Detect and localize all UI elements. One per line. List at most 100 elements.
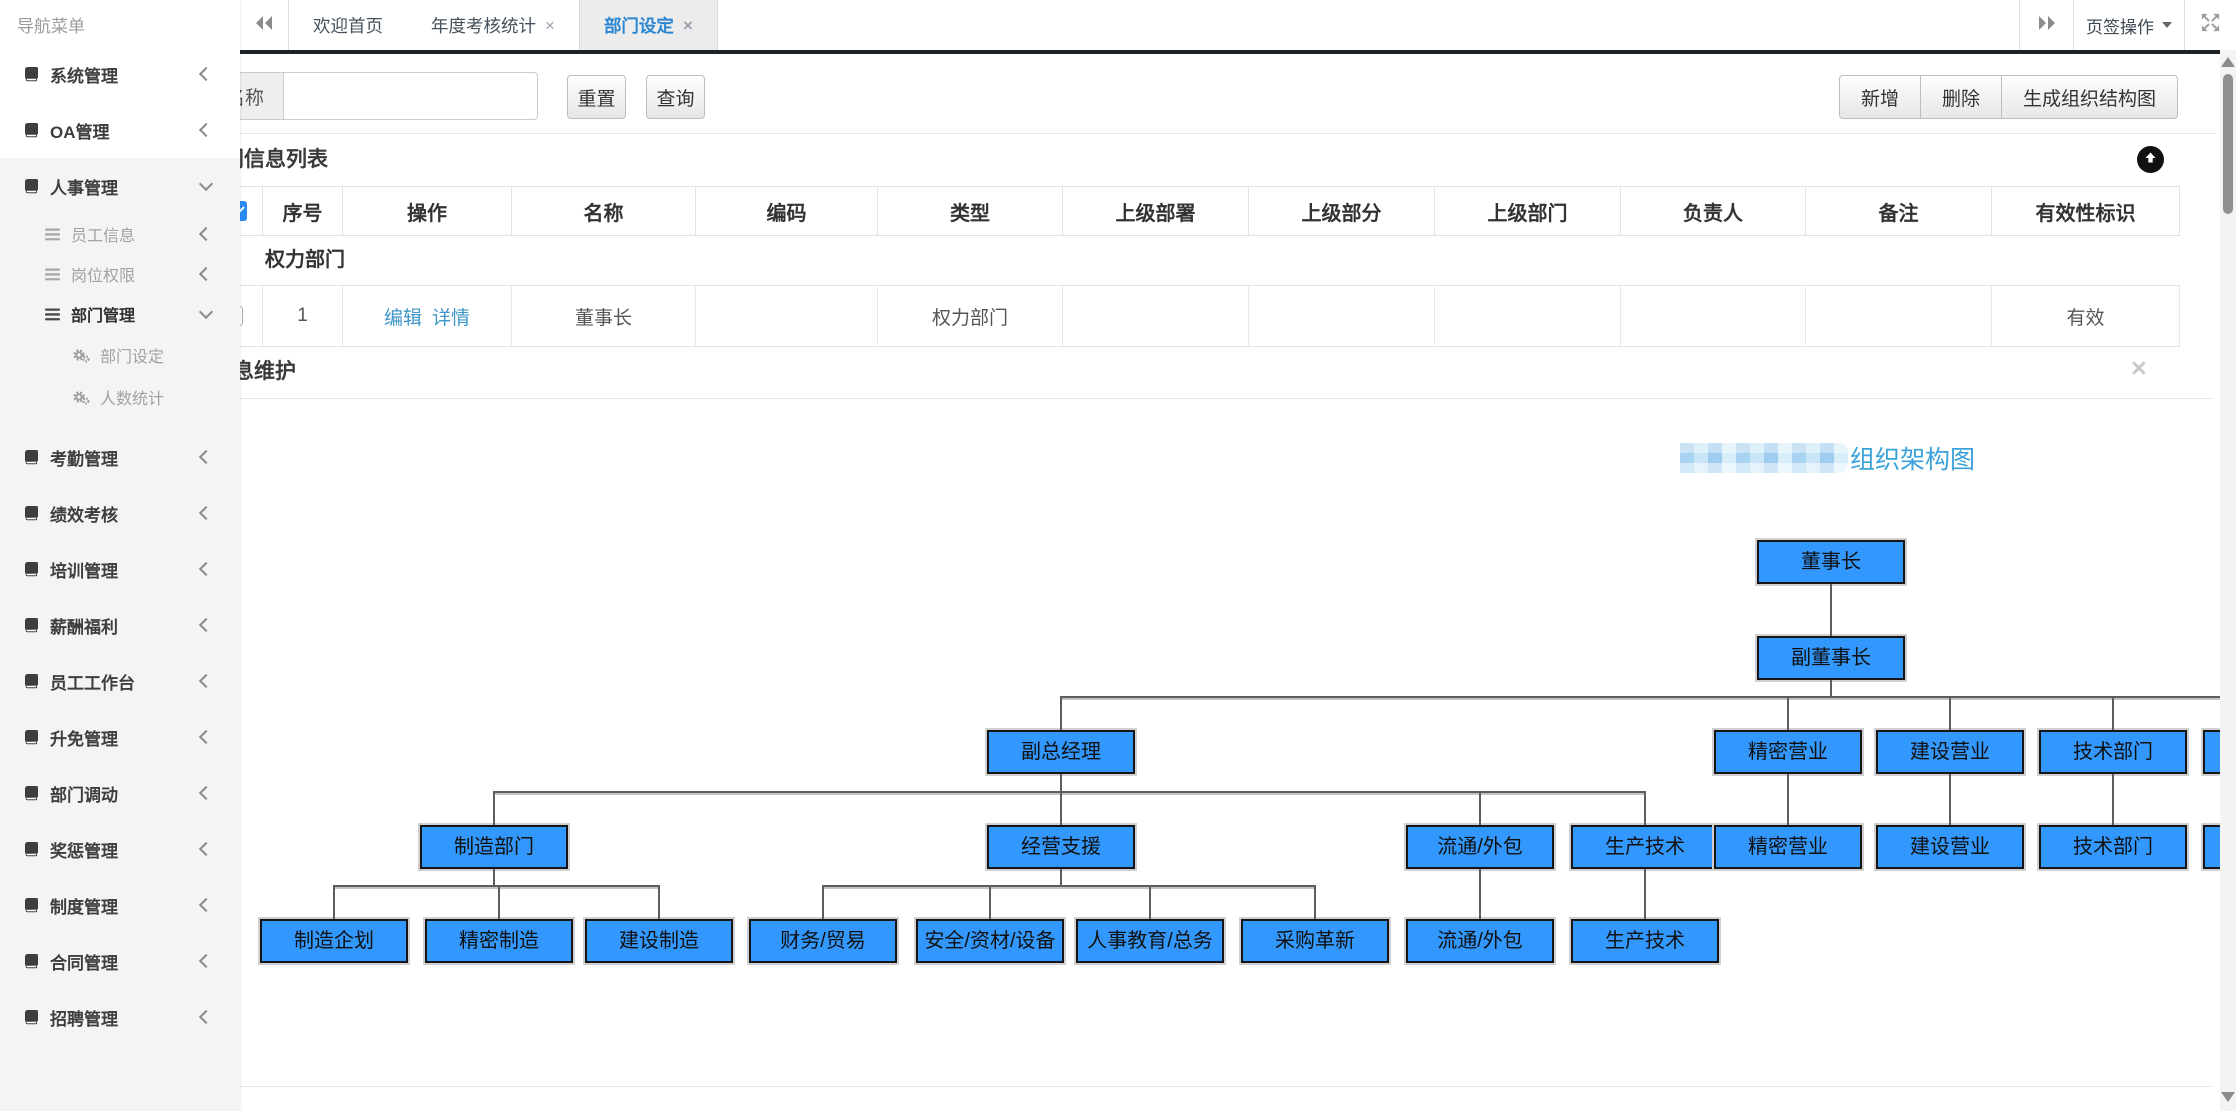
list-panel-title: 部门信息列表 xyxy=(240,148,328,171)
table-header-label: 备注 xyxy=(1878,202,1919,225)
org-node: 精密营业 xyxy=(1714,825,1862,869)
fullscreen-button[interactable] xyxy=(2184,0,2236,50)
org-connector xyxy=(658,885,660,919)
table-header-cell: 序号 xyxy=(263,187,343,235)
sidebar-item-部门管理[interactable]: 部门管理 xyxy=(0,294,240,334)
org-node: 制造部门 xyxy=(420,825,568,869)
chevron-left-icon xyxy=(198,1009,214,1025)
sidebar-item-绩效考核[interactable]: 绩效考核 xyxy=(0,485,240,541)
org-connector xyxy=(1060,791,1062,825)
divider xyxy=(240,133,2215,134)
sidebar-item-label: 合同管理 xyxy=(50,953,118,973)
select-all-checkbox[interactable] xyxy=(240,201,247,221)
sidebar-item-考勤管理[interactable]: 考勤管理 xyxy=(0,429,240,485)
sidebar-item-OA管理[interactable]: OA管理 xyxy=(0,102,240,158)
sidebar-item-招聘管理[interactable]: 招聘管理 xyxy=(0,989,240,1045)
sidebar-item-系统管理[interactable]: 系统管理 xyxy=(0,46,240,102)
org-node: 财务/贸易 xyxy=(749,919,897,963)
table-cell: 编辑详情 xyxy=(343,286,512,346)
org-node: 流通/外包 xyxy=(1406,919,1554,963)
org-node: 副总经理 xyxy=(987,730,1135,774)
sidebar-item-部门设定[interactable]: 部门设定 xyxy=(0,334,240,376)
tab-actions-dropdown[interactable]: 页签操作 xyxy=(2073,0,2184,50)
gears-icon xyxy=(72,390,90,405)
sidebar-item-奖惩管理[interactable]: 奖惩管理 xyxy=(0,821,240,877)
sidebar-item-label: 部门管理 xyxy=(71,308,136,325)
book-icon xyxy=(23,953,40,969)
sidebar-item-薪酬福利[interactable]: 薪酬福利 xyxy=(0,597,240,653)
table-header-cell: 操作 xyxy=(343,187,512,235)
table-header-label: 上级部署 xyxy=(1115,202,1196,225)
vertical-scrollbar[interactable] xyxy=(2220,50,2236,1111)
generate-org-chart-button[interactable]: 生成组织结构图 xyxy=(2001,75,2179,119)
table-header-label: 操作 xyxy=(407,202,447,225)
detail-link[interactable]: 详情 xyxy=(432,307,471,329)
table-cell xyxy=(696,286,878,346)
tabs-scroll-left-button[interactable] xyxy=(240,0,289,50)
table-cell: 董事长 xyxy=(512,286,696,346)
org-connector xyxy=(2112,774,2114,825)
sidebar-item-人数统计[interactable]: 人数统计 xyxy=(0,376,240,418)
sidebar-item-培训管理[interactable]: 培训管理 xyxy=(0,541,240,597)
search-button[interactable]: 查询 xyxy=(646,75,705,119)
sidebar-item-员工信息[interactable]: 员工信息 xyxy=(0,214,240,254)
sidebar-item-人事管理[interactable]: 人事管理 xyxy=(0,158,240,214)
sidebar-item-合同管理[interactable]: 合同管理 xyxy=(0,933,240,989)
table-header-label: 类型 xyxy=(950,202,990,225)
row-checkbox-cell xyxy=(240,286,263,346)
tab-close-icon[interactable]: × xyxy=(545,15,555,35)
scroll-down-arrow[interactable] xyxy=(2221,1092,2235,1102)
org-connector xyxy=(1060,869,1062,885)
add-button[interactable]: 新增 xyxy=(1839,75,1922,119)
close-panel-icon[interactable]: × xyxy=(2131,353,2147,383)
tab-年度考核统计[interactable]: 年度考核统计× xyxy=(407,0,579,50)
cell-value: 1 xyxy=(297,305,308,326)
org-node: 副董事长 xyxy=(1757,636,1905,680)
sidebar-item-员工工作台[interactable]: 员工工作台 xyxy=(0,653,240,709)
double-chevron-right-icon xyxy=(2037,15,2057,36)
chevron-left-icon xyxy=(198,841,214,857)
org-connector xyxy=(1830,680,1832,696)
org-connector xyxy=(493,869,495,885)
sidebar-item-制度管理[interactable]: 制度管理 xyxy=(0,877,240,933)
table-header-row: 序号操作名称编码类型上级部署上级部分上级部门负责人备注有效性标识 xyxy=(240,187,2180,236)
book-icon xyxy=(23,673,40,689)
org-node: 精密制造 xyxy=(425,919,573,963)
org-node: 生产技术 xyxy=(1571,825,1719,869)
scrollbar-thumb[interactable] xyxy=(2223,74,2233,214)
delete-button[interactable]: 删除 xyxy=(1920,75,2003,119)
sidebar-item-升免管理[interactable]: 升免管理 xyxy=(0,709,240,765)
org-node: 技术部门 xyxy=(2039,730,2187,774)
sidebar-item-label: 系统管理 xyxy=(50,66,118,86)
book-icon xyxy=(23,505,40,521)
sidebar-item-label: 部门调动 xyxy=(50,785,118,805)
sidebar-item-部门调动[interactable]: 部门调动 xyxy=(0,765,240,821)
chevron-left-icon xyxy=(198,617,214,633)
org-node: 建设制造 xyxy=(585,919,733,963)
row-checkbox[interactable] xyxy=(240,306,243,326)
double-chevron-left-icon xyxy=(254,15,274,36)
arrow-up-circle-icon xyxy=(2144,151,2157,169)
org-connector xyxy=(333,885,335,919)
table-header-label: 名称 xyxy=(583,202,624,225)
table-cell: 1 xyxy=(263,286,343,346)
table-header-label: 负责人 xyxy=(1683,202,1743,225)
tabs-scroll-right-button[interactable] xyxy=(2019,0,2073,50)
scroll-up-arrow[interactable] xyxy=(2221,57,2235,67)
tab-部门设定[interactable]: 部门设定× xyxy=(578,0,718,50)
edit-link[interactable]: 编辑 xyxy=(383,307,422,329)
cell-value: 权力部门 xyxy=(931,307,1008,329)
table-header-label: 序号 xyxy=(282,202,323,225)
table-header-label: 编码 xyxy=(766,202,807,225)
reset-button[interactable]: 重置 xyxy=(567,75,626,119)
name-input[interactable] xyxy=(283,72,538,120)
tab-close-icon[interactable]: × xyxy=(682,15,693,35)
collapse-panel-button[interactable] xyxy=(2137,146,2164,173)
tab-欢迎首页[interactable]: 欢迎首页 xyxy=(289,0,407,50)
sidebar-item-label: 人数统计 xyxy=(100,391,165,408)
sidebar-item-label: 部门设定 xyxy=(100,349,165,366)
org-connector xyxy=(1830,584,1832,636)
sidebar-item-岗位权限[interactable]: 岗位权限 xyxy=(0,254,240,294)
